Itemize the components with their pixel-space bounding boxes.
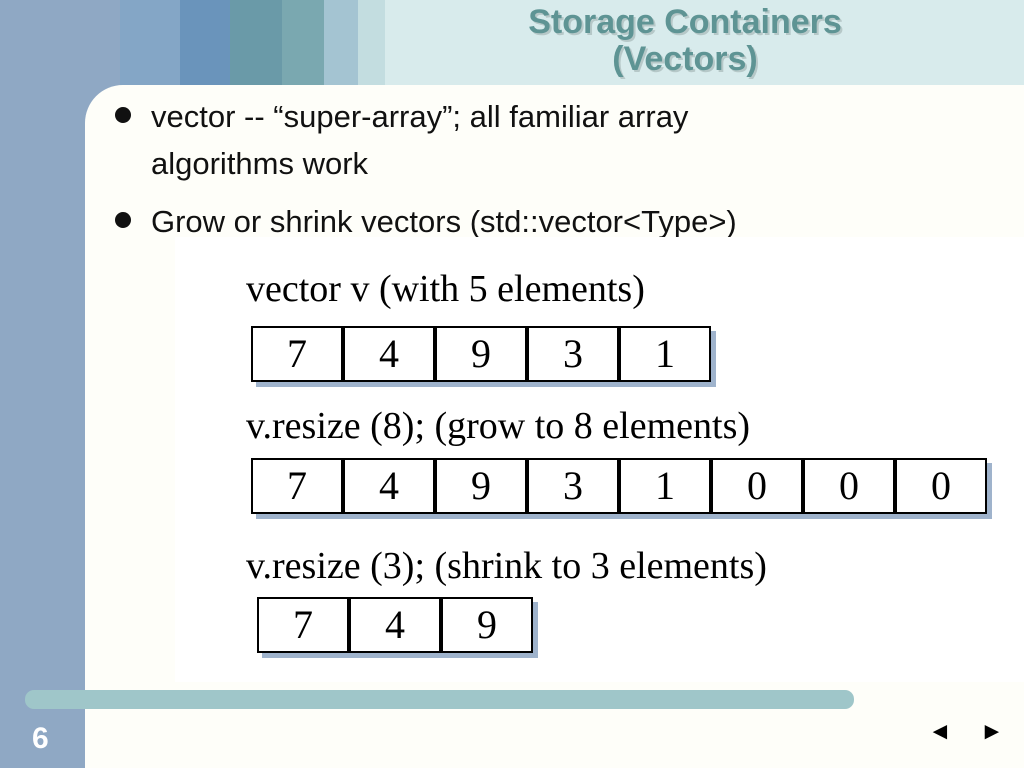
bullet-dot — [115, 212, 131, 228]
header-stripe-2 — [180, 0, 230, 85]
bullet-text: Grow or shrink vectors (std::vector<Type… — [151, 204, 737, 239]
vector-cell: 7 — [257, 597, 349, 653]
caption-grow: v.resize (8); (grow to 8 elements) — [246, 405, 751, 447]
header-stripe-3 — [230, 0, 282, 85]
previous-slide-button[interactable]: ◄ — [928, 718, 952, 745]
header-stripe-4 — [282, 0, 324, 85]
vector-cell: 0 — [803, 458, 895, 514]
vector-cell: 4 — [349, 597, 441, 653]
slide-title-line1: Storage Containers — [528, 3, 842, 41]
caption-shrink: v.resize (3); (shrink to 3 elements) — [246, 545, 767, 587]
page-number: 6 — [32, 722, 49, 755]
vector-cell: 9 — [435, 326, 527, 382]
bullet-text: vector -- “super-array”; all familiar ar… — [151, 99, 689, 134]
header-stripe-1 — [120, 0, 180, 85]
vector-cell: 3 — [527, 458, 619, 514]
vector-cell: 7 — [251, 326, 343, 382]
next-slide-button[interactable]: ► — [980, 718, 1004, 745]
bullet-item-1-continuation: algorithms work — [151, 146, 369, 181]
header-stripe-6 — [358, 0, 385, 85]
vector-cell: 4 — [343, 458, 435, 514]
vector-cell: 1 — [619, 458, 711, 514]
vector-cell: 0 — [895, 458, 987, 514]
vector-cell: 1 — [619, 326, 711, 382]
vector-cell: 9 — [441, 597, 533, 653]
header-stripe-5 — [324, 0, 358, 85]
vector-cell: 4 — [343, 326, 435, 382]
header-background — [385, 0, 1024, 85]
bullet-dot — [115, 107, 131, 123]
vector-cell: 7 — [251, 458, 343, 514]
vector-cell: 0 — [711, 458, 803, 514]
footer-bar — [25, 690, 854, 709]
vector-cell: 9 — [435, 458, 527, 514]
caption-initial-vector: vector v (with 5 elements) — [246, 268, 645, 310]
vector-cell: 3 — [527, 326, 619, 382]
slide-title-line2: (Vectors) — [612, 40, 758, 78]
